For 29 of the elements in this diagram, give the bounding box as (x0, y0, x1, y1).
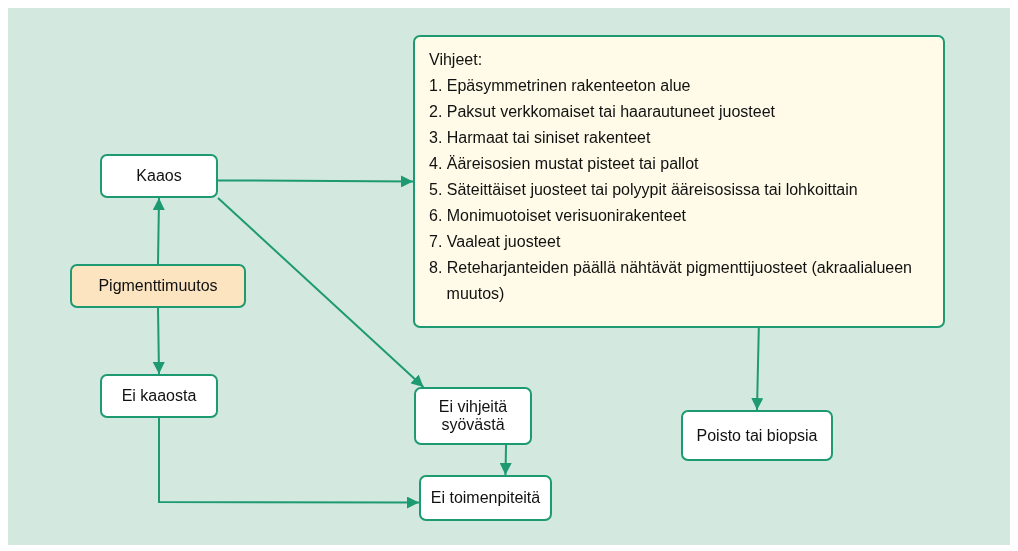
arrow (152, 197, 165, 265)
note-box (413, 35, 945, 328)
list-item: 6. Monimuotoiset verisuonirakenteet (429, 206, 688, 226)
list-item: 4. Ääreisosien mustat pisteet tai pallot (429, 154, 700, 174)
list-item: 5. Säteittäiset juosteet tai polyypit ääreisosissa tai lohkoittain (429, 180, 859, 200)
node-label: Ei vihjeitä syövästä (437, 398, 509, 434)
list-item: 7. Vaaleat juosteet (429, 232, 562, 252)
list-item: 8. Reteharjanteiden päällä nähtävät pigmenttijuosteet (akraalialueen muutos) (429, 258, 913, 304)
process-box (70, 264, 246, 308)
process-box (681, 410, 833, 461)
list-item: 2. Paksut verkkomaiset tai haarautuneet juosteet (429, 102, 776, 122)
node-label: Poisto tai biopsia (696, 426, 818, 445)
process-box (419, 475, 552, 521)
arrow (152, 307, 165, 375)
node-label: Pigmenttimuutos (98, 277, 218, 295)
arrow (499, 444, 512, 476)
list-item: 3. Harmaat tai siniset rakenteet (429, 128, 652, 148)
process-box (100, 374, 218, 418)
arrow (217, 175, 414, 188)
node-label: Ei kaaosta (121, 387, 197, 405)
node-label: Kaaos (136, 167, 182, 185)
arrow (751, 327, 764, 411)
process-box (414, 387, 532, 445)
arrow (158, 417, 420, 509)
process-box (100, 154, 218, 198)
list-item: 1. Epäsymmetrinen rakenteeton alue (429, 76, 692, 96)
node-label: Ei toimenpiteitä (430, 489, 541, 507)
arrow (217, 197, 425, 388)
list-heading: Vihjeet: (429, 50, 484, 70)
